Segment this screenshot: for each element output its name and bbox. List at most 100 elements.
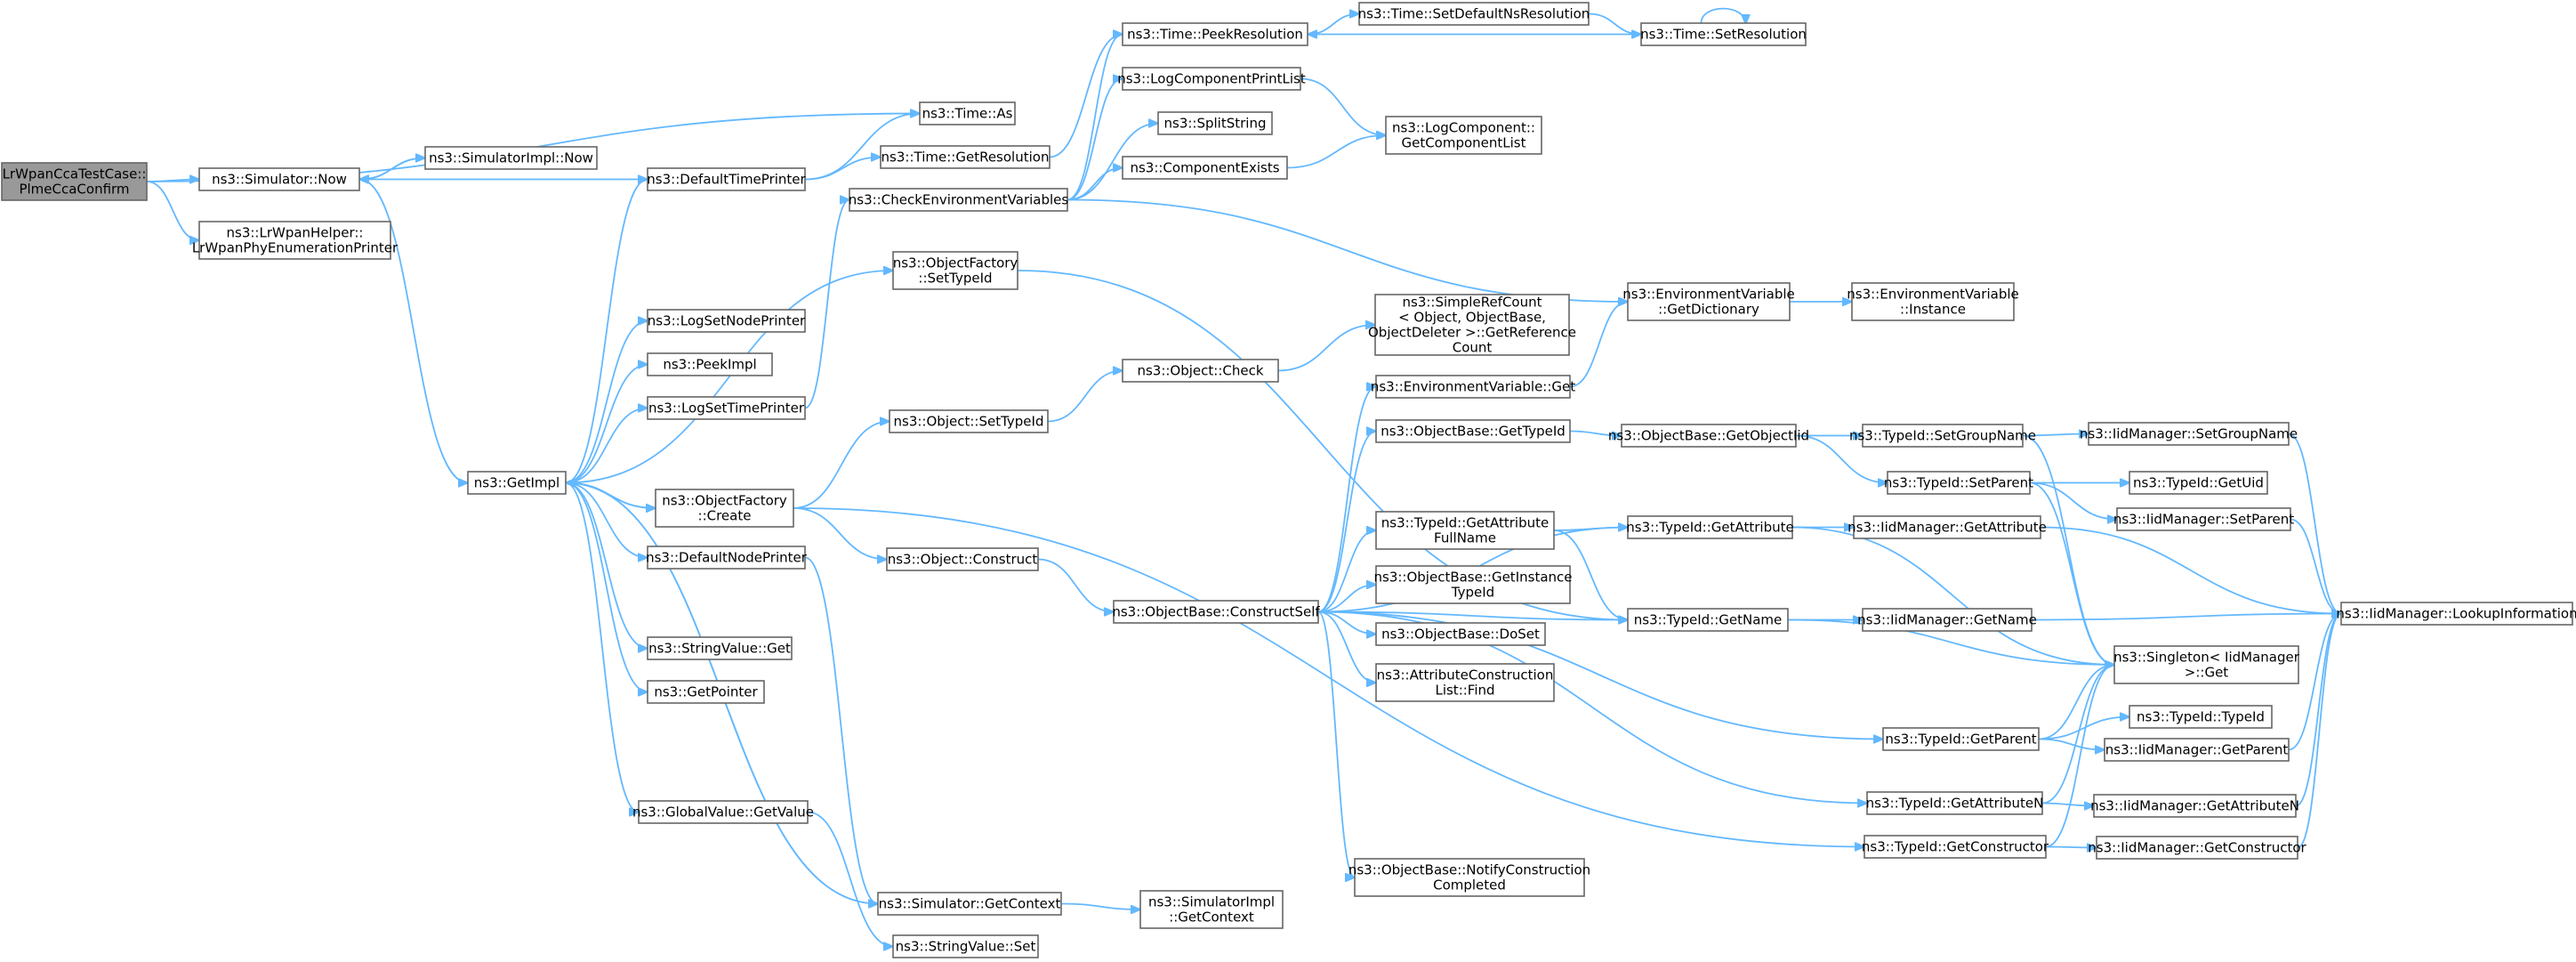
- node-iid-get-parent[interactable]: ns3::IidManager::GetParent: [2104, 738, 2290, 762]
- node-check-env[interactable]: ns3::CheckEnvironmentVariables: [849, 188, 1069, 212]
- edge-getImpl-to-stringValueGet: [565, 481, 648, 649]
- node-component-exists[interactable]: ns3::ComponentExists: [1122, 156, 1288, 180]
- node-label: LrWpanCcaTestCase::: [3, 166, 147, 182]
- node-env-get[interactable]: ns3::EnvironmentVariable::Get: [1371, 375, 1575, 399]
- node-string-value-set[interactable]: ns3::StringValue::Set: [892, 934, 1039, 958]
- node-get-pointer[interactable]: ns3::GetPointer: [647, 680, 765, 704]
- node-string-value-get[interactable]: ns3::StringValue::Get: [647, 636, 793, 660]
- node-set-default-ns[interactable]: ns3::Time::SetDefaultNsResolution: [1358, 2, 1590, 26]
- node-global-get-value[interactable]: ns3::GlobalValue::GetValue: [632, 800, 814, 824]
- node-tid-get-uid[interactable]: ns3::TypeId::GetUid: [2129, 471, 2268, 495]
- node-ob-get-type-id[interactable]: ns3::ObjectBase::GetTypeId: [1375, 419, 1571, 443]
- node-label: ns3::TypeId::GetAttributeN: [1866, 796, 2044, 812]
- edge-iidGetName-to-iidLookup: [2031, 614, 2341, 621]
- node-iid-set-group-name[interactable]: ns3::IidManager::SetGroupName: [2080, 422, 2298, 446]
- node-simple-ref-count[interactable]: ns3::SimpleRefCount< Object, ObjectBase,…: [1368, 294, 1576, 356]
- node-env-instance[interactable]: ns3::EnvironmentVariable::Instance: [1847, 282, 2019, 321]
- node-label: LrWpanPhyEnumerationPrinter: [192, 240, 398, 256]
- node-root[interactable]: LrWpanCcaTestCase::PlmeCcaConfirm: [1, 162, 148, 201]
- node-singleton-get[interactable]: ns3::Singleton< IidManager>::Get: [2113, 645, 2300, 684]
- node-box: [1375, 375, 1571, 399]
- node-iid-set-parent[interactable]: ns3::IidManager::SetParent: [2113, 507, 2294, 531]
- node-ob-get-object-iid[interactable]: ns3::ObjectBase::GetObjectIid: [1608, 424, 1809, 448]
- edge-tidGetAttribute-to-singletonGet: [1791, 526, 2114, 666]
- node-env-get-dict[interactable]: ns3::EnvironmentVariable::GetDictionary: [1622, 282, 1795, 321]
- node-iid-get-name[interactable]: ns3::IidManager::GetName: [1857, 608, 2037, 632]
- node-tid-get-name[interactable]: ns3::TypeId::GetName: [1627, 608, 1789, 632]
- node-label: ns3::IidManager::GetName: [1857, 612, 2037, 628]
- node-label: ::SetTypeId: [918, 271, 992, 287]
- node-label: ns3::IidManager::GetAttribute: [1847, 520, 2047, 536]
- node-box: [1887, 471, 2031, 495]
- node-log-comp-get-list[interactable]: ns3::LogComponent::GetComponentList: [1385, 116, 1542, 155]
- node-box: [886, 547, 1039, 571]
- node-helper-printer[interactable]: ns3::LrWpanHelper::LrWpanPhyEnumerationP…: [192, 221, 398, 260]
- node-label: ns3::IidManager::GetConstructor: [2088, 840, 2306, 856]
- node-object-construct[interactable]: ns3::Object::Construct: [886, 547, 1039, 571]
- node-label: ns3::Object::SetTypeId: [894, 414, 1044, 430]
- node-box: [849, 188, 1068, 212]
- node-label: ns3::PeekImpl: [663, 357, 756, 373]
- node-box: [1139, 890, 1284, 929]
- node-tid-get-parent[interactable]: ns3::TypeId::GetParent: [1882, 727, 2040, 751]
- node-tid-get-attribute-n[interactable]: ns3::TypeId::GetAttributeN: [1866, 791, 2044, 815]
- node-box: [1122, 156, 1288, 180]
- node-tid-set-group-name[interactable]: ns3::TypeId::SetGroupName: [1849, 424, 2036, 448]
- node-box: [198, 221, 391, 260]
- edge-envGet-to-envGetDict: [1569, 302, 1628, 388]
- edge-constructSelf-to-envGet: [1317, 387, 1376, 613]
- node-iid-get-constructor[interactable]: ns3::IidManager::GetConstructor: [2088, 836, 2307, 860]
- node-peek-resolution[interactable]: ns3::Time::PeekResolution: [1122, 22, 1308, 46]
- node-get-impl[interactable]: ns3::GetImpl: [467, 471, 567, 495]
- node-log-set-time-printer[interactable]: ns3::LogSetTimePrinter: [647, 396, 806, 420]
- node-default-node-printer[interactable]: ns3::DefaultNodePrinter: [646, 546, 808, 570]
- node-time-as[interactable]: ns3::Time::As: [919, 101, 1016, 125]
- edge-getImpl-to-logSetNodePrinter: [565, 321, 648, 484]
- call-edges: [146, 7, 2341, 947]
- node-split-string[interactable]: ns3::SplitString: [1157, 111, 1273, 135]
- node-label: ns3::ObjectBase::DoSet: [1381, 627, 1540, 643]
- node-construct-self[interactable]: ns3::ObjectBase::ConstructSelf: [1112, 600, 1320, 624]
- node-object-check[interactable]: ns3::Object::Check: [1122, 359, 1279, 383]
- node-box: [647, 309, 806, 333]
- node-default-time-printer[interactable]: ns3::DefaultTimePrinter: [647, 167, 807, 191]
- node-peek-impl[interactable]: ns3::PeekImpl: [647, 352, 773, 376]
- node-label: GetComponentList: [1401, 135, 1525, 151]
- node-label: ns3::LogSetTimePrinter: [648, 400, 805, 416]
- node-ob-do-set[interactable]: ns3::ObjectBase::DoSet: [1375, 622, 1546, 646]
- node-tid-get-attribute[interactable]: ns3::TypeId::GetAttribute: [1626, 515, 1794, 539]
- node-label: ns3::Object::Construct: [888, 552, 1038, 568]
- node-of-set-type-id[interactable]: ns3::ObjectFactory::SetTypeId: [892, 251, 1018, 290]
- node-iid-lookup[interactable]: ns3::IidManager::LookupInformation: [2336, 602, 2576, 626]
- edge-ofCreate-to-objectConstruct: [793, 507, 887, 560]
- node-box: [1627, 515, 1793, 539]
- node-tid-set-parent[interactable]: ns3::TypeId::SetParent: [1884, 471, 2033, 495]
- edge-tidSetGroupName-to-singletonGet: [2022, 434, 2114, 666]
- node-box: [647, 396, 806, 420]
- node-tid-get-constructor[interactable]: ns3::TypeId::GetConstructor: [1862, 835, 2049, 859]
- node-ob-notify[interactable]: ns3::ObjectBase::NotifyConstructionCompl…: [1348, 858, 1590, 897]
- node-log-set-node-printer[interactable]: ns3::LogSetNodePrinter: [647, 309, 806, 333]
- node-log-comp-print-list[interactable]: ns3::LogComponentPrintList: [1117, 67, 1306, 91]
- node-box: [655, 489, 794, 528]
- node-set-resolution[interactable]: ns3::Time::SetResolution: [1640, 22, 1807, 46]
- node-sim-impl-now[interactable]: ns3::SimulatorImpl::Now: [424, 146, 598, 170]
- node-get-resolution[interactable]: ns3::Time::GetResolution: [880, 145, 1051, 169]
- node-tid-type-id[interactable]: ns3::TypeId::TypeId: [2129, 705, 2273, 729]
- node-sim-get-context[interactable]: ns3::Simulator::GetContext: [877, 892, 1062, 916]
- node-now[interactable]: ns3::Simulator::Now: [198, 167, 360, 191]
- node-object-set-type-id[interactable]: ns3::Object::SetTypeId: [889, 409, 1049, 433]
- node-box: [1866, 791, 2043, 815]
- node-label: ns3::ObjectBase::GetTypeId: [1381, 424, 1566, 440]
- node-label: ns3::Time::SetResolution: [1640, 27, 1807, 43]
- edge-logSetTimePrinter-to-checkEnv: [804, 200, 849, 409]
- node-sim-impl-get-context[interactable]: ns3::SimulatorImpl::GetContext: [1139, 890, 1284, 929]
- node-iid-get-attribute[interactable]: ns3::IidManager::GetAttribute: [1847, 515, 2047, 539]
- node-iid-get-attribute-n[interactable]: ns3::IidManager::GetAttributeN: [2090, 794, 2299, 818]
- edge-iidSetGroupName-to-iidLookup: [2288, 432, 2341, 614]
- node-of-create[interactable]: ns3::ObjectFactory::Create: [655, 489, 794, 528]
- node-label: PlmeCcaConfirm: [19, 182, 129, 198]
